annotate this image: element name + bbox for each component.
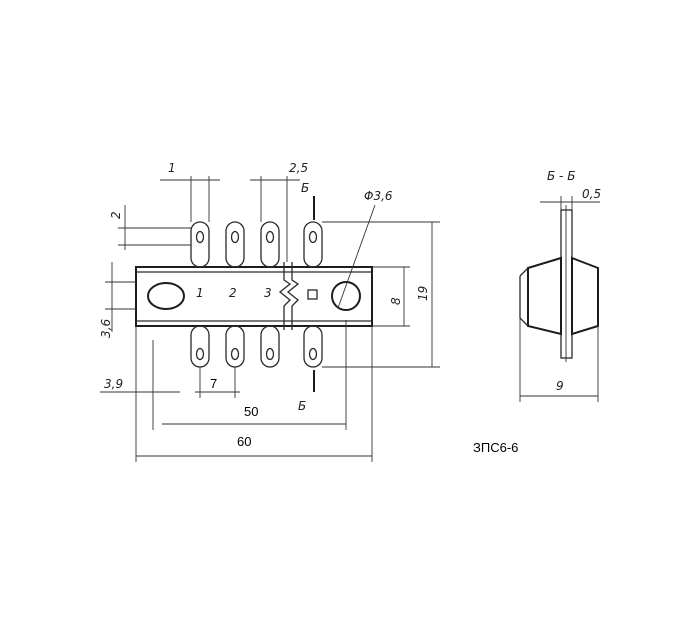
top-lugs [190, 221, 323, 268]
dim-left-offset: 3,6 [99, 319, 113, 338]
dim-section-width: 9 [556, 379, 564, 393]
section-view: Б - Б 0,5 9 [519, 169, 601, 402]
dim-hole-spacing: 50 [244, 404, 258, 419]
lug [260, 221, 280, 268]
lug [190, 221, 210, 268]
dimensions: 1 2,5 2 3,6 8 19 Φ3,6 3,9 [99, 161, 440, 462]
dim-left-hole-offset: 3,9 [104, 377, 123, 391]
dim-section-thickness: 0,5 [582, 187, 601, 201]
lug [190, 325, 210, 368]
lug [260, 325, 280, 368]
section-plate [560, 209, 573, 359]
section-marker-bottom: Б [298, 399, 306, 413]
dim-overall-length: 60 [237, 434, 251, 449]
dim-lug-gap: 2,5 [289, 161, 308, 175]
lug [303, 221, 323, 268]
connector-main-view: 1 2 3 Б Б [135, 181, 373, 413]
contact-number: 1 [196, 286, 204, 300]
dim-overall-height: 19 [416, 286, 430, 301]
lug [225, 221, 245, 268]
dim-lug-width: 1 [168, 161, 176, 175]
bottom-lugs [190, 325, 323, 368]
contact-number: 2 [229, 286, 237, 300]
section-title: Б - Б [547, 169, 575, 183]
dim-body-height: 8 [389, 297, 403, 305]
part-name: ЗПС6-6 [473, 440, 518, 455]
dim-lug-top-offset: 2 [109, 211, 123, 219]
contact-number: 3 [264, 286, 272, 300]
lug [303, 325, 323, 368]
mounting-hole-right [331, 281, 361, 311]
dim-pitch: 7 [210, 376, 217, 391]
break-line [278, 262, 292, 330]
section-marker-top: Б [301, 181, 309, 195]
insulator-left [527, 256, 562, 336]
dim-hole-diameter: Φ3,6 [364, 189, 393, 203]
mounting-hole-left [147, 282, 185, 310]
connector-body [135, 266, 373, 327]
lug [225, 325, 245, 368]
square-mark [307, 289, 318, 300]
insulator-right [571, 256, 599, 336]
